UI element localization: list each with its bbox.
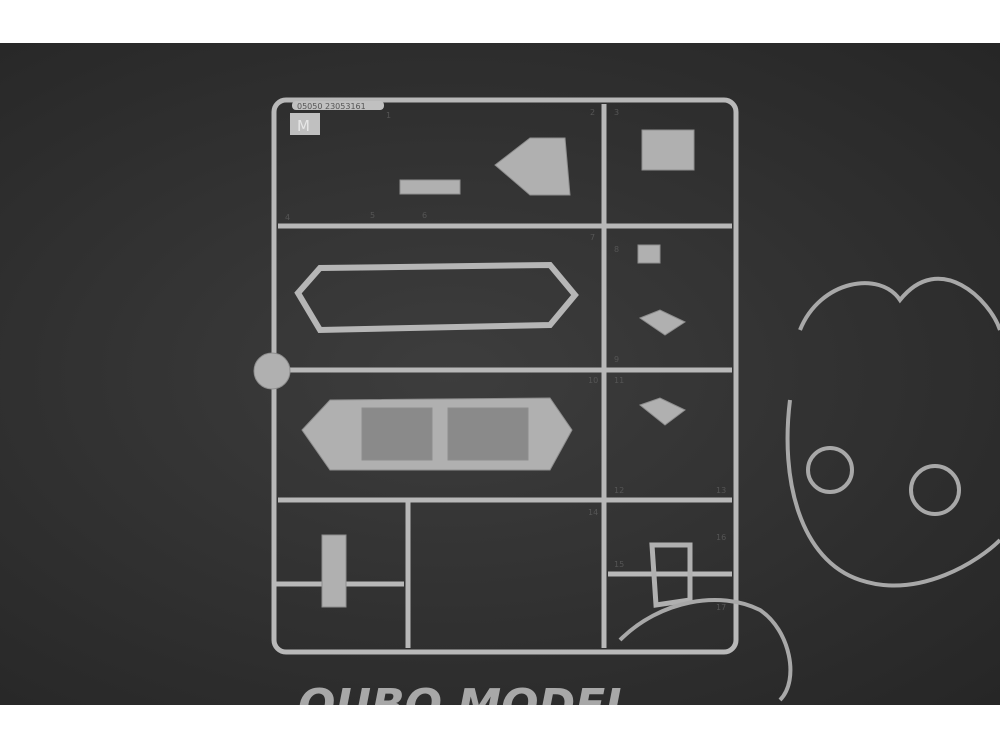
part-number: 9 bbox=[614, 355, 619, 364]
part-bracket-1 bbox=[638, 309, 687, 336]
part-hull-cavity-2 bbox=[447, 407, 529, 461]
part-bracket-2 bbox=[638, 397, 686, 426]
part-frame bbox=[649, 542, 693, 608]
part-hull-cavity-1 bbox=[361, 407, 433, 461]
part-number: 11 bbox=[614, 376, 624, 385]
part-number: 3 bbox=[614, 108, 619, 117]
part-hull bbox=[301, 397, 573, 471]
part-nose bbox=[494, 137, 571, 196]
part-number: 8 bbox=[614, 245, 619, 254]
part-hull-rim bbox=[294, 261, 579, 334]
part-number: 13 bbox=[716, 486, 726, 495]
part-number: 6 bbox=[422, 211, 427, 220]
sprue-photo bbox=[0, 43, 1000, 705]
sprue-parts bbox=[253, 129, 695, 608]
sprue-code-label: 05050 23053161 bbox=[297, 102, 366, 111]
part-number: 2 bbox=[590, 108, 595, 117]
part-number: 7 bbox=[590, 233, 595, 242]
part-number: 5 bbox=[370, 211, 375, 220]
part-number: 17 bbox=[716, 603, 726, 612]
part-strut bbox=[321, 534, 347, 608]
part-number: 14 bbox=[588, 508, 598, 517]
part-number-tabs: 05050 23053161 M 1 2 3 4 5 6 7 8 9 10 11… bbox=[285, 101, 726, 612]
part-panel bbox=[641, 129, 695, 171]
part-small-block bbox=[637, 244, 661, 264]
watermark-mascot bbox=[618, 276, 1000, 702]
part-number: 4 bbox=[285, 213, 290, 222]
sprue-letter: M bbox=[297, 117, 310, 135]
part-number: 16 bbox=[716, 533, 726, 542]
part-number: 15 bbox=[614, 560, 624, 569]
part-number: 10 bbox=[588, 376, 598, 385]
part-number: 1 bbox=[386, 111, 391, 120]
part-small-gun bbox=[399, 179, 461, 195]
part-round-tag bbox=[253, 352, 291, 390]
part-number: 12 bbox=[614, 486, 624, 495]
